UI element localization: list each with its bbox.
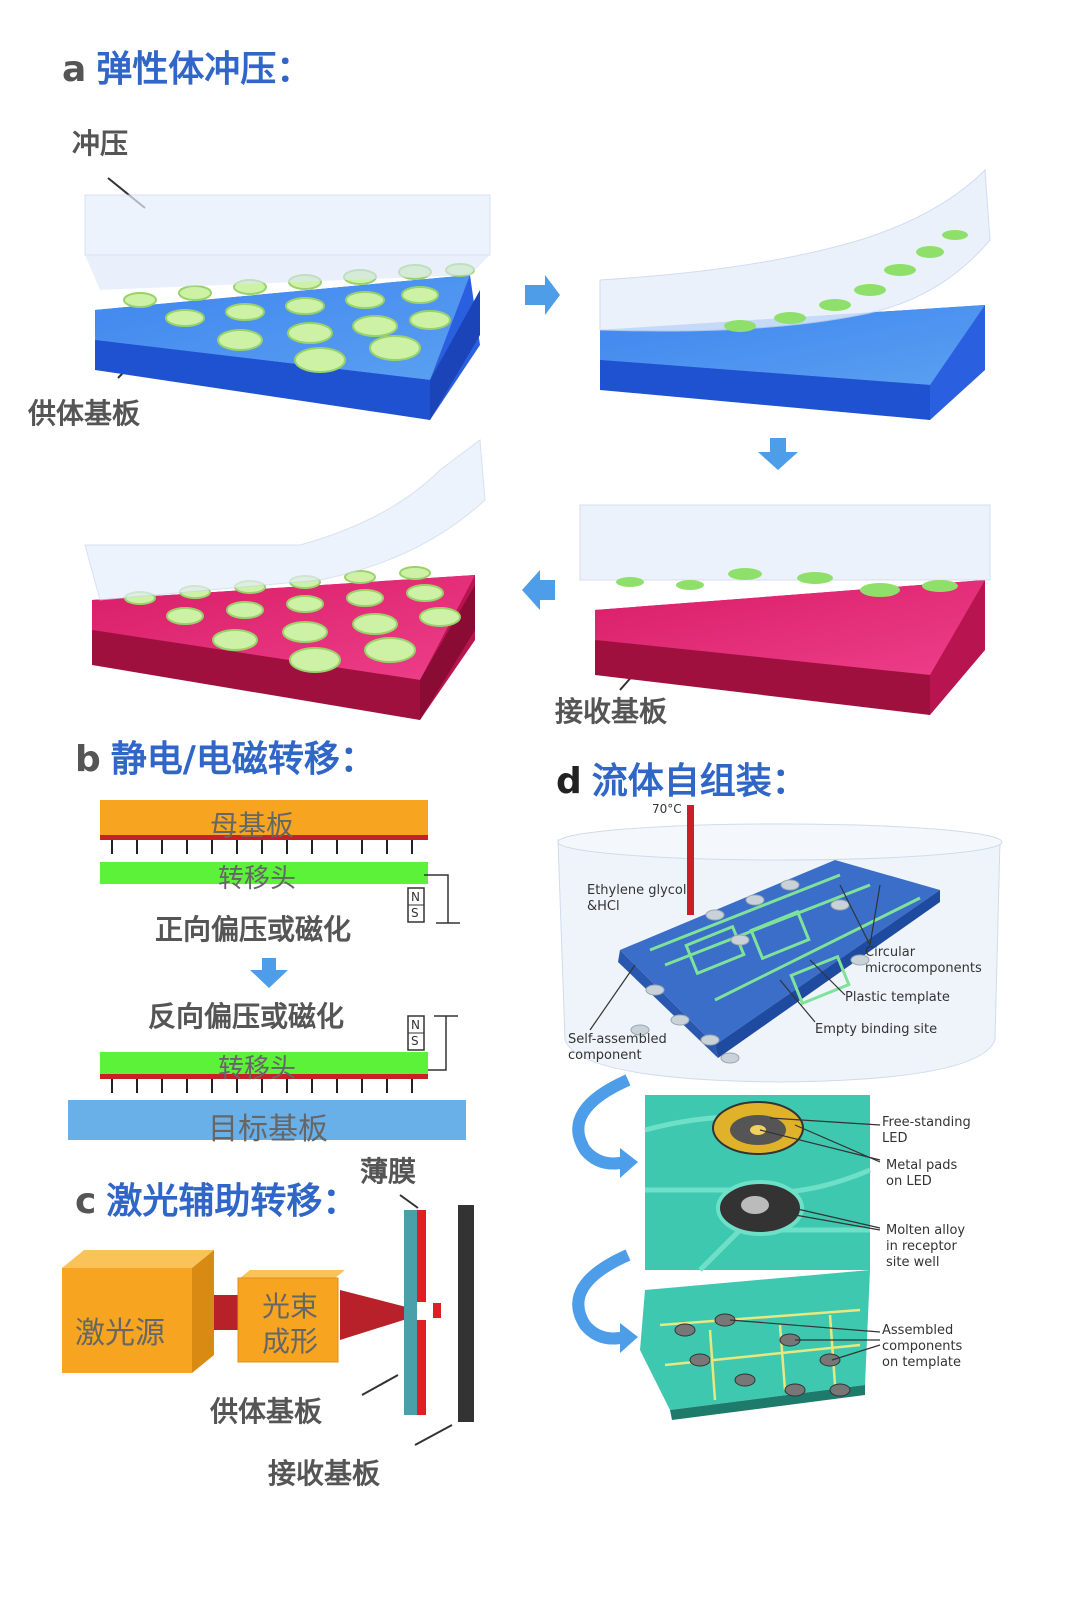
arrow-down-icon bbox=[758, 438, 798, 470]
donor-substrate-label: 供体基板 bbox=[28, 397, 141, 430]
assembled-template bbox=[640, 1270, 870, 1410]
film-layer-top bbox=[417, 1210, 426, 1302]
reverse-bias-label: 反向偏压或磁化 bbox=[148, 1000, 345, 1033]
transfer-head-bar-top bbox=[100, 862, 428, 884]
receiver-substrate-label-c: 接收基板 bbox=[268, 1457, 381, 1490]
panel-c-letter: c bbox=[75, 1181, 97, 1222]
assembled-label-1: Assembled bbox=[882, 1323, 954, 1338]
panel-a-letter: a bbox=[62, 49, 87, 90]
step1-donor-with-leds bbox=[84, 194, 491, 420]
forward-bias-label: 正向偏压或磁化 bbox=[155, 913, 352, 946]
beam-shaping-label-2: 成形 bbox=[262, 1325, 319, 1358]
receiver-plate bbox=[458, 1205, 474, 1422]
panel-c-title-text: 激光辅助转移： bbox=[106, 1181, 359, 1222]
molten-alloy-label-3: site well bbox=[886, 1255, 940, 1270]
target-substrate-bar bbox=[68, 1100, 466, 1140]
transfer-head-label-bottom: 转移头 bbox=[218, 1054, 297, 1084]
arrow-down-icon-b bbox=[250, 958, 288, 988]
laser-source-label: 激光源 bbox=[75, 1316, 165, 1351]
liquid-label-1: Ethylene glycol bbox=[587, 883, 687, 898]
beam-shaping-label-1: 光束 bbox=[262, 1290, 319, 1323]
arrow-left-icon bbox=[522, 570, 555, 610]
curved-arrow-icon-2 bbox=[572, 1249, 631, 1345]
beam-shaping-box bbox=[237, 1277, 339, 1363]
electrostatic-diagram bbox=[68, 800, 466, 1140]
assembled-label-2: components bbox=[882, 1339, 963, 1354]
self-assembled-label-2: component bbox=[568, 1048, 642, 1063]
self-assembled-label-1: Self-assembled bbox=[568, 1032, 667, 1047]
step2-peeling-stamp bbox=[599, 168, 991, 420]
stamp-label: 冲压 bbox=[72, 127, 129, 160]
film-layer-bottom bbox=[417, 1320, 426, 1415]
assembled-label-3: on template bbox=[882, 1355, 962, 1370]
laser-source-box bbox=[62, 1268, 192, 1373]
liquid-label-2: &HCl bbox=[587, 899, 620, 914]
magnet-s-bottom: S bbox=[411, 1034, 419, 1048]
panel-a-title-text: 弹性体冲压： bbox=[96, 49, 313, 90]
led-label-1: Free-standing bbox=[882, 1115, 971, 1130]
plastic-template-label: Plastic template bbox=[845, 990, 950, 1005]
molten-alloy-label-1: Molten alloy bbox=[886, 1223, 966, 1238]
arrow-right-icon bbox=[525, 275, 560, 315]
donor-substrate-label-c: 供体基板 bbox=[210, 1395, 323, 1428]
metal-pads-label-2: on LED bbox=[886, 1174, 932, 1189]
transferred-die bbox=[433, 1303, 441, 1318]
receiver-substrate-label: 接收基板 bbox=[555, 695, 668, 728]
step3-stamp-over-receiver bbox=[579, 504, 991, 715]
curved-arrow-icon-1 bbox=[572, 1074, 631, 1170]
magnet-n-top: N bbox=[411, 890, 420, 904]
circular-label-1: Circular bbox=[865, 945, 916, 960]
panel-d-letter: d bbox=[556, 761, 582, 802]
panel-b-letter: b bbox=[75, 739, 101, 780]
laser-transfer-diagram bbox=[62, 1194, 474, 1446]
stamping-diagram bbox=[84, 168, 991, 720]
step4-receiver-with-leds bbox=[84, 439, 486, 720]
mother-substrate-label: 母基板 bbox=[210, 809, 295, 842]
molten-alloy-label-2: in receptor bbox=[886, 1239, 957, 1254]
circular-label-2: microcomponents bbox=[865, 961, 982, 976]
metal-pads-label-1: Metal pads bbox=[886, 1158, 958, 1173]
panel-d-title-text: 流体自组装： bbox=[591, 761, 808, 802]
transfer-head-bar-bottom bbox=[100, 1052, 428, 1074]
empty-binding-site-label: Empty binding site bbox=[815, 1022, 938, 1037]
temperature-label: 70°C bbox=[652, 802, 682, 816]
mother-substrate-bar bbox=[100, 800, 428, 835]
fluidic-assembly-diagram bbox=[557, 805, 1003, 1420]
panel-b-title-text: 静电/电磁转移： bbox=[110, 739, 376, 780]
magnet-s-top: S bbox=[411, 906, 419, 920]
donor-plate bbox=[404, 1210, 417, 1415]
magnet-n-bottom: N bbox=[411, 1018, 420, 1032]
target-substrate-label: 目标基板 bbox=[208, 1112, 328, 1147]
transfer-head-label-top: 转移头 bbox=[218, 864, 297, 894]
thermometer-icon bbox=[687, 805, 694, 915]
led-label-2: LED bbox=[882, 1131, 908, 1146]
film-label: 薄膜 bbox=[360, 1155, 417, 1188]
